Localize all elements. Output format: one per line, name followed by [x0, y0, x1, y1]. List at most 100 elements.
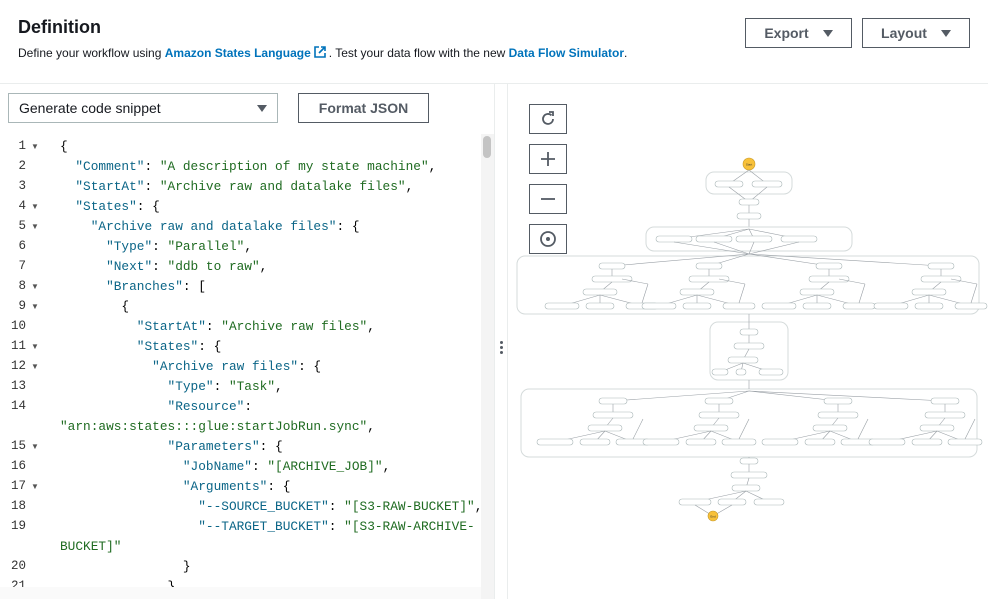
- state-node: [799, 288, 835, 296]
- zoom-out-button[interactable]: [529, 184, 567, 214]
- state-node: [598, 262, 626, 270]
- state-node: [704, 397, 734, 405]
- page-title: Definition: [18, 17, 101, 37]
- state-node: [738, 198, 760, 206]
- line-number: 8: [18, 279, 26, 293]
- state-node: [812, 424, 848, 432]
- code-line: "Parameters": {: [167, 439, 283, 454]
- layout-button[interactable]: Layout: [862, 18, 970, 48]
- state-node: [739, 328, 759, 336]
- state-node: [731, 484, 761, 492]
- graph-edge: [857, 418, 869, 440]
- zoom-in-button[interactable]: [529, 144, 567, 174]
- state-node: [717, 498, 747, 506]
- graph-edge: [748, 253, 830, 267]
- code-line: {: [60, 139, 68, 154]
- format-json-button[interactable]: Format JSON: [298, 93, 429, 123]
- horizontal-scrollbar[interactable]: [0, 587, 481, 599]
- definition-header: Definition Define your workflow using Am…: [0, 0, 988, 84]
- target-icon: [540, 231, 556, 247]
- panel-resize-handle[interactable]: [494, 84, 508, 599]
- graph-edge: [718, 278, 746, 285]
- state-node: [693, 424, 729, 432]
- vertical-scrollbar[interactable]: [481, 134, 494, 599]
- state-node: [873, 302, 909, 310]
- state-node: [721, 438, 757, 446]
- state-node: [591, 275, 633, 283]
- fold-toggle-icon[interactable]: ▼: [31, 282, 39, 291]
- state-node: [592, 411, 634, 419]
- fold-toggle-icon[interactable]: ▼: [31, 482, 39, 491]
- code-line: }: [60, 559, 191, 574]
- generate-code-snippet-select[interactable]: Generate code snippet: [8, 93, 278, 123]
- state-node: [817, 411, 859, 419]
- state-node: [802, 302, 832, 310]
- code-line: "Arguments": {: [182, 479, 291, 494]
- graph-edge: [748, 390, 839, 402]
- drag-dot: [500, 341, 503, 344]
- end-node: [707, 510, 719, 522]
- state-node: [730, 471, 768, 479]
- line-number: 17: [10, 479, 26, 493]
- line-number: 6: [18, 239, 26, 253]
- code-line: "States": {: [136, 339, 222, 354]
- state-node: [695, 235, 733, 243]
- fold-toggle-icon[interactable]: ▼: [31, 202, 39, 211]
- line-number: 3: [18, 179, 26, 193]
- start-label: Start: [746, 163, 753, 167]
- refresh-icon: [542, 111, 554, 125]
- state-node: [711, 368, 729, 376]
- code-line: }: [60, 579, 176, 594]
- data-flow-simulator-link[interactable]: Data Flow Simulator: [508, 46, 624, 60]
- fold-toggle-icon[interactable]: ▼: [31, 342, 39, 351]
- reset-view-button[interactable]: [529, 104, 567, 134]
- subtitle-prefix: Define your workflow using: [18, 46, 165, 60]
- center-view-button[interactable]: [529, 224, 567, 254]
- scrollbar-thumb[interactable]: [483, 136, 491, 158]
- graph-edge: [838, 278, 866, 285]
- export-button[interactable]: Export: [745, 18, 852, 48]
- graph-edge: [611, 253, 750, 267]
- line-number: 2: [18, 159, 26, 173]
- state-node: [579, 438, 611, 446]
- graph-edge: [748, 390, 946, 402]
- caret-down-icon: [257, 104, 267, 112]
- drag-dot: [500, 351, 503, 354]
- state-node: [947, 438, 983, 446]
- state-node: [736, 212, 762, 220]
- state-node: [698, 411, 740, 419]
- fold-toggle-icon[interactable]: ▼: [31, 362, 39, 371]
- code-line: "Type": "Task",: [167, 379, 283, 394]
- state-node: [808, 275, 850, 283]
- export-label: Export: [764, 25, 809, 41]
- caret-down-icon: [822, 29, 833, 37]
- state-node: [823, 397, 853, 405]
- code-line: "JobName": "[ARCHIVE_JOB]",: [182, 459, 391, 474]
- code-line: "Next": "ddb to raw",: [106, 259, 268, 274]
- line-number: 20: [10, 559, 26, 573]
- asl-link[interactable]: Amazon States Language: [164, 46, 311, 60]
- parallel-group: [516, 255, 980, 315]
- state-node: [641, 302, 677, 310]
- state-node: [714, 180, 744, 188]
- state-node: [722, 302, 756, 310]
- graph-edge: [748, 241, 800, 255]
- external-link-icon[interactable]: [313, 45, 327, 59]
- state-node: [868, 438, 906, 446]
- line-number: 9: [18, 299, 26, 313]
- state-node: [758, 368, 784, 376]
- state-node: [739, 457, 759, 465]
- state-node: [685, 438, 717, 446]
- fold-toggle-icon[interactable]: ▼: [31, 442, 39, 451]
- state-node: [920, 275, 962, 283]
- fold-toggle-icon[interactable]: ▼: [31, 142, 39, 151]
- state-node: [780, 235, 818, 243]
- fold-toggle-icon[interactable]: ▼: [31, 302, 39, 311]
- state-node: [536, 438, 574, 446]
- fold-toggle-icon[interactable]: ▼: [31, 222, 39, 231]
- line-number: 12: [10, 359, 26, 373]
